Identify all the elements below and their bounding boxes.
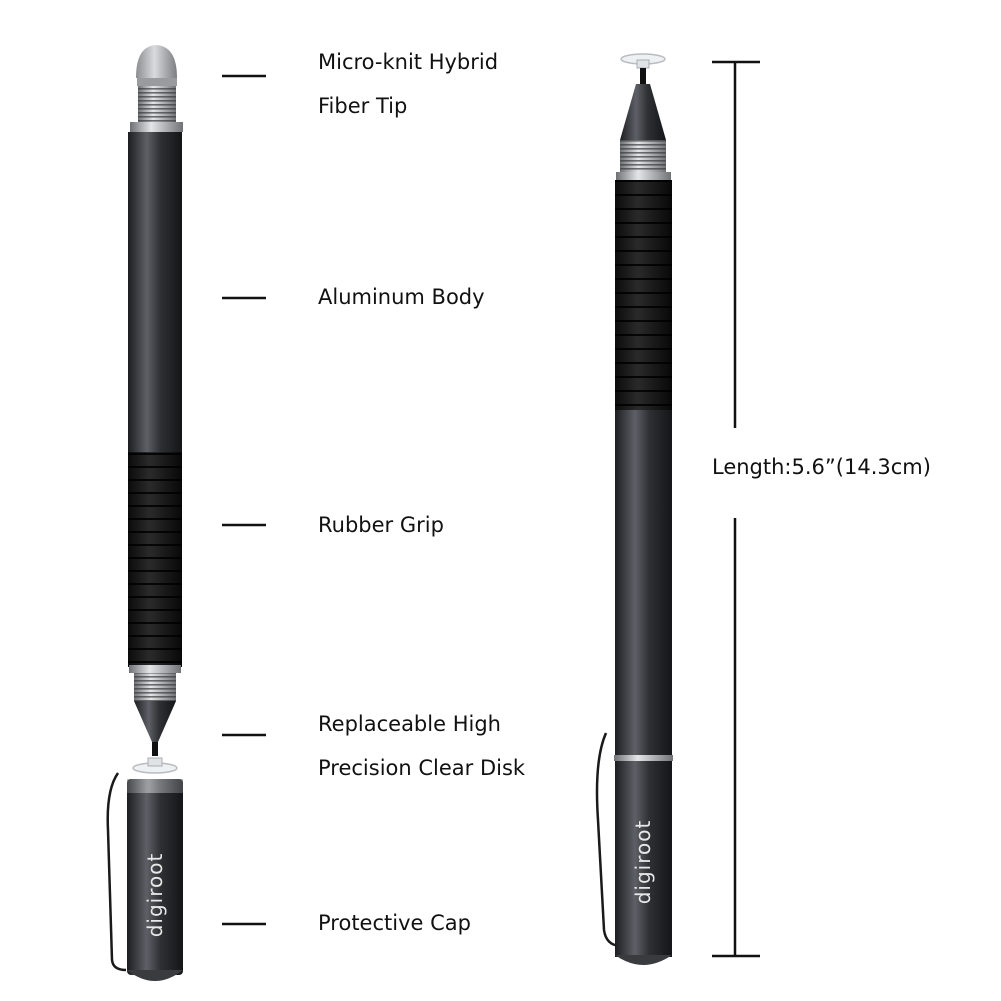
label-clear-disk-line2: Precision Clear Disk: [318, 756, 526, 780]
label-fiber-tip-line2: Fiber Tip: [318, 94, 408, 118]
right-rubber-grip: [615, 180, 672, 412]
cap-brand-logo: digiroot: [143, 853, 167, 938]
length-label: Length:5.6”(14.3cm): [712, 455, 931, 479]
right-pen: digiroot: [595, 53, 673, 965]
aluminum-body: [128, 132, 182, 454]
disk-cone: [134, 701, 176, 742]
protective-cap: digiroot: [106, 772, 183, 981]
label-clear-disk: Replaceable High Precision Clear Disk: [318, 702, 525, 790]
label-clear-disk-line1: Replaceable High: [318, 712, 501, 736]
right-aluminum-body: [615, 410, 672, 758]
length-dimension: [712, 60, 760, 958]
label-rubber-grip: Rubber Grip: [318, 513, 444, 537]
rubber-grip: [128, 452, 182, 667]
label-protective-cap: Protective Cap: [318, 911, 471, 935]
right-cap-brand-logo: digiroot: [631, 820, 655, 905]
left-pen: digiroot: [106, 45, 183, 981]
label-aluminum-body: Aluminum Body: [318, 285, 485, 309]
fiber-tip: [130, 45, 183, 132]
label-fiber-tip: Micro-knit Hybrid Fiber Tip: [318, 40, 498, 128]
right-cap: digiroot: [595, 732, 672, 965]
label-fiber-tip-line1: Micro-knit Hybrid: [318, 50, 499, 74]
callout-ticks: [222, 74, 266, 926]
